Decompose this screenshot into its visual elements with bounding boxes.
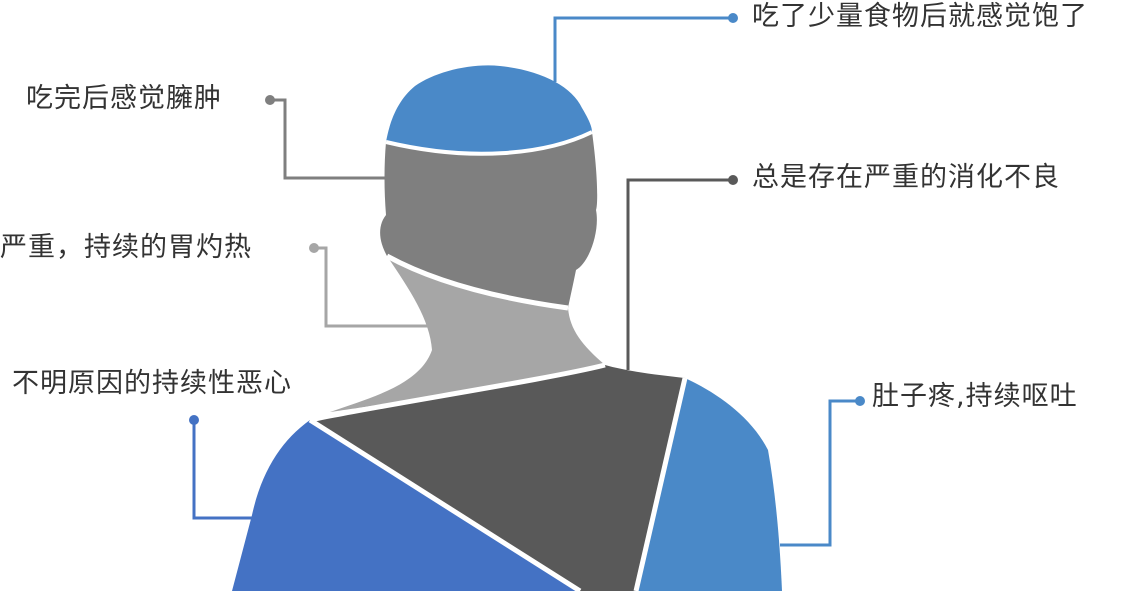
right-shoulder-region [636,378,782,591]
neck-region [330,256,605,412]
leader-top-right [553,13,738,82]
leader-dot [855,396,865,406]
leader-right-2 [626,175,738,370]
label-stomach-pain-vomiting: 肚子疼,持续呕吐 [872,381,1078,412]
leader-left-3 [189,415,255,520]
leader-dot [309,243,319,253]
neck-separator [385,253,569,311]
leader-left-1 [265,95,386,180]
back-region [310,365,685,591]
right-shoulder-separator [633,377,688,591]
label-early-fullness: 吃了少量食物后就感觉饱了 [752,1,1088,32]
leader-dot [728,175,738,185]
leader-dot [728,13,738,23]
leader-dot [265,95,275,105]
label-heartburn: 严重，持续的胃灼热 [0,232,252,263]
cap-separator [385,130,593,156]
cap-region [386,65,592,154]
head-region [380,132,598,308]
leader-right-3 [780,396,865,547]
left-shoulder-region [232,420,580,591]
collar-separator [309,362,606,423]
label-bloating: 吃完后感觉臃肿 [26,83,222,114]
leader-dot [189,415,199,425]
leader-left-2 [309,243,432,328]
label-nausea: 不明原因的持续性恶心 [12,368,292,399]
label-indigestion: 总是存在严重的消化不良 [752,162,1060,193]
left-shoulder-separator [308,417,582,591]
